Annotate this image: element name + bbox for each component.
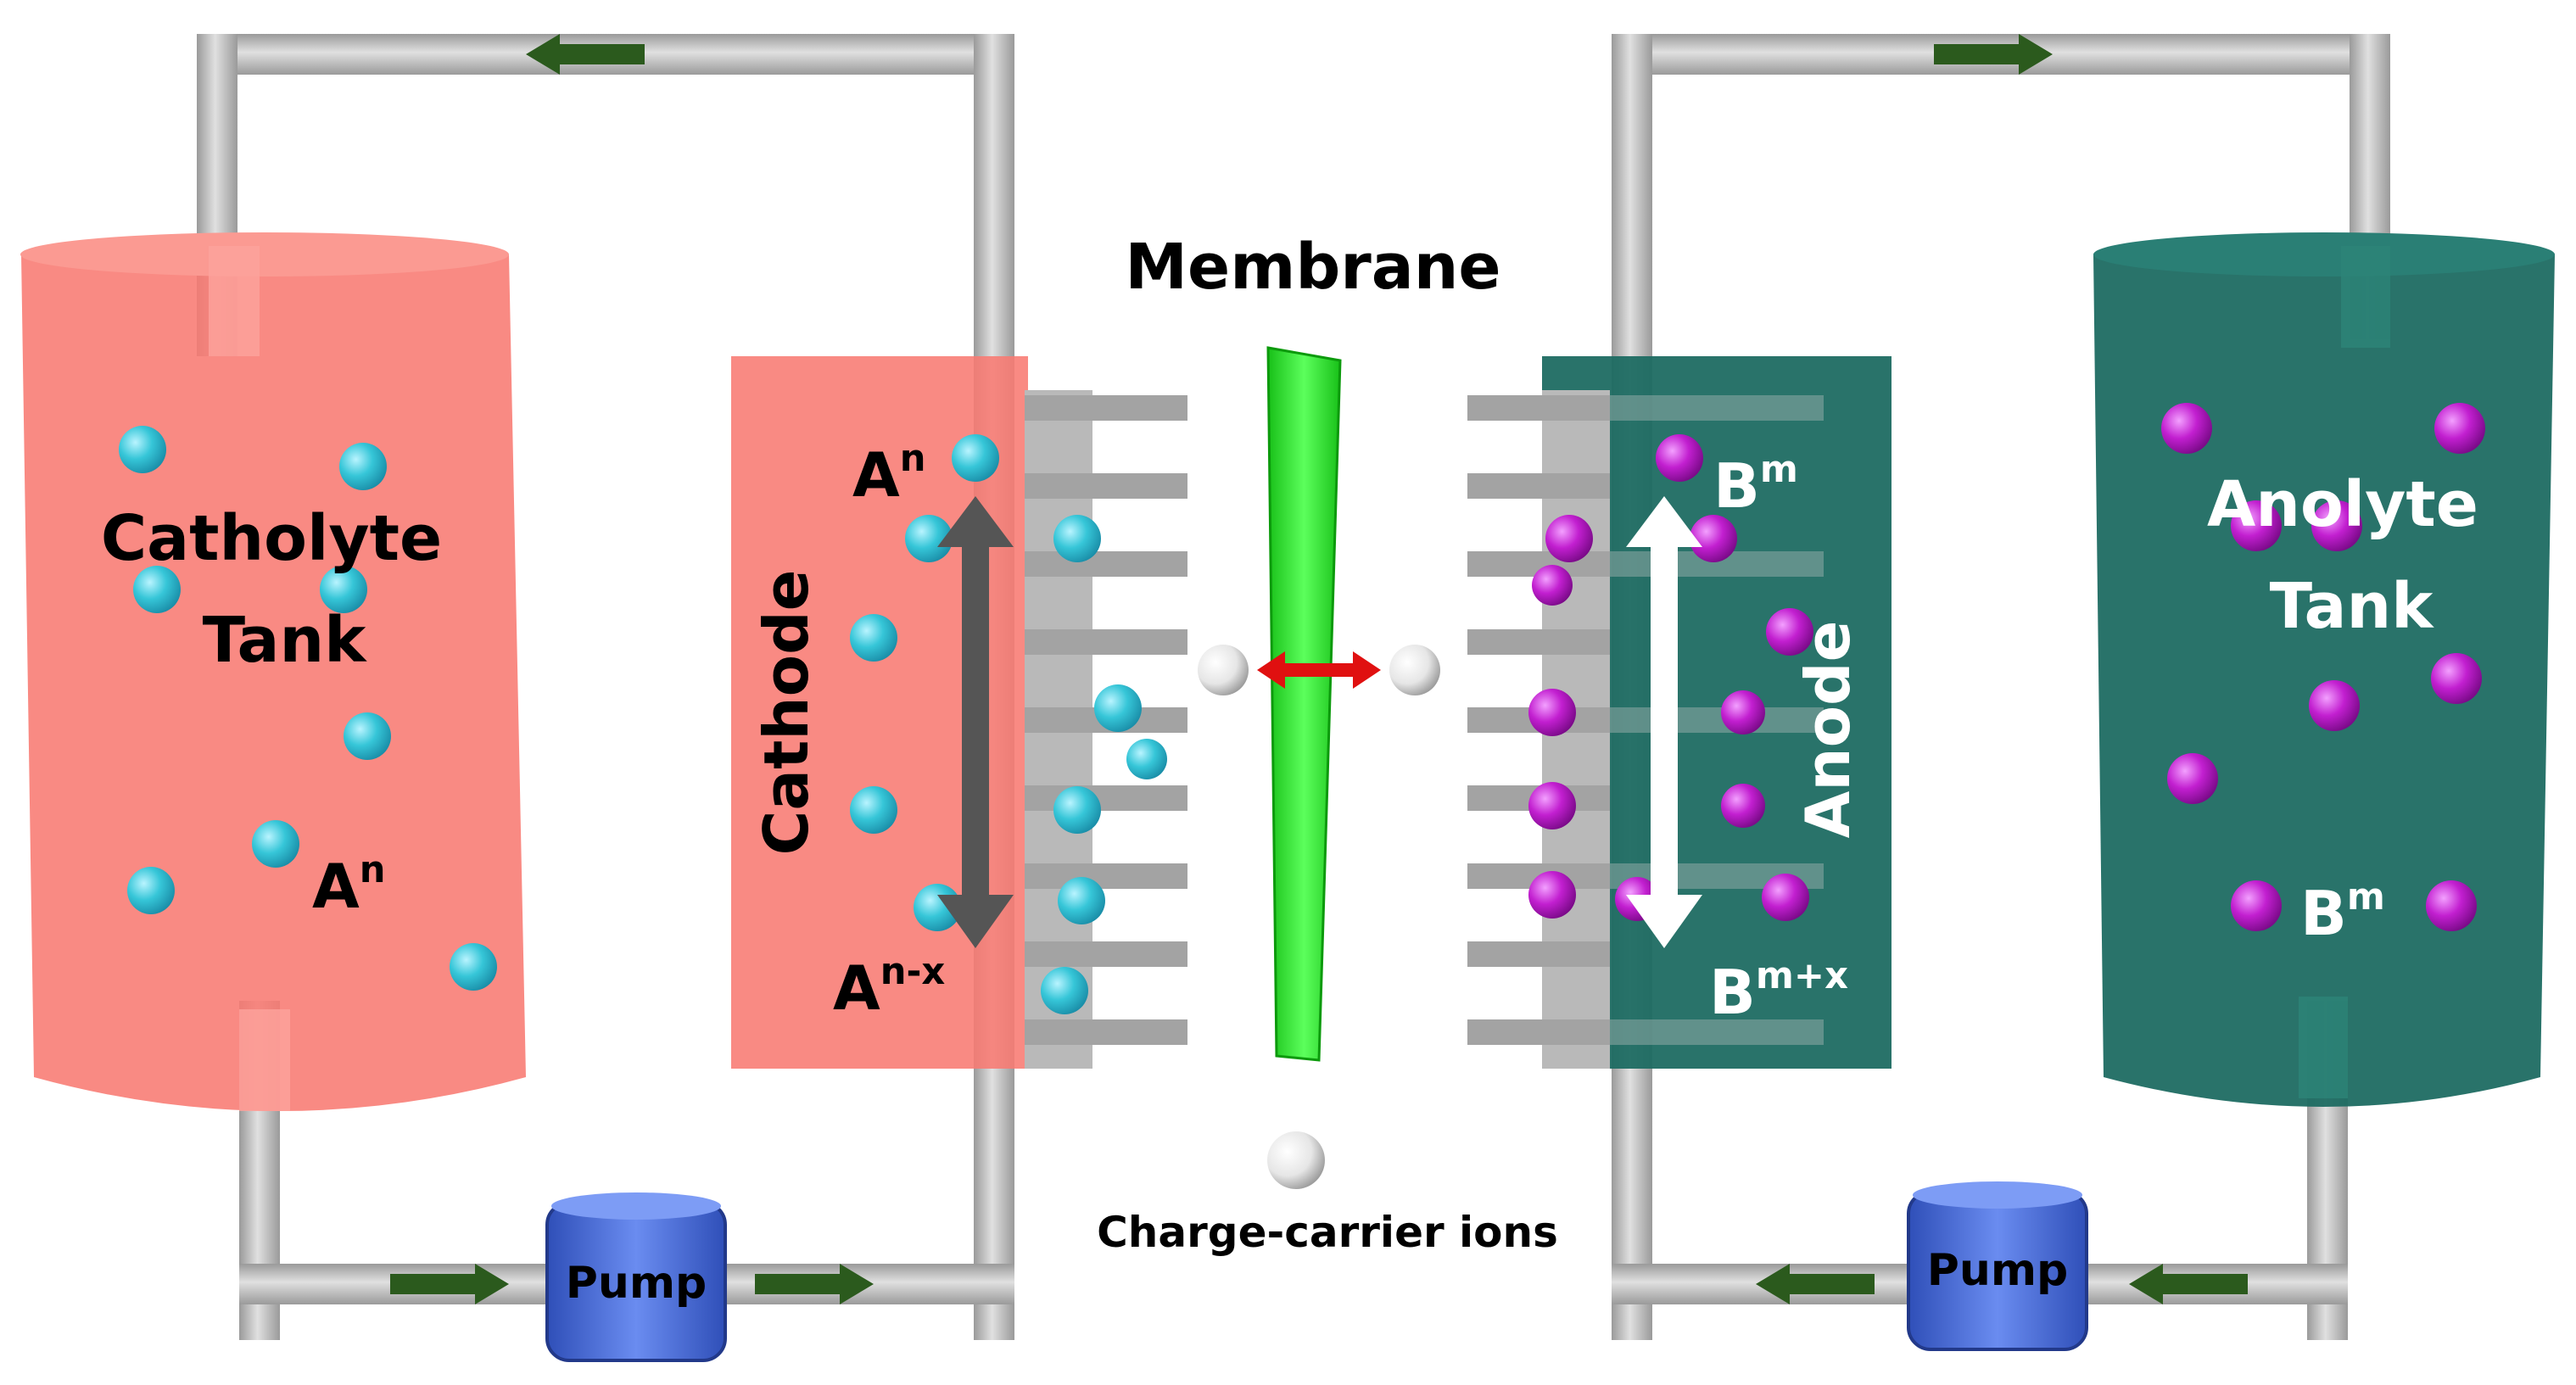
charge-carrier-ion-left bbox=[1198, 645, 1249, 695]
anode-half-cell: Anode Bm Bm+x bbox=[1467, 356, 1891, 1069]
anode-label: Anode bbox=[1792, 621, 1864, 839]
magenta-ion bbox=[2231, 500, 2282, 551]
magenta-ion bbox=[1532, 565, 1573, 606]
catholyte-tank: Catholyte Tank An bbox=[20, 232, 526, 1111]
anolyte-tank-inlet bbox=[2341, 246, 2390, 348]
catholyte-tank-outlet bbox=[239, 1009, 290, 1111]
cyan-ion bbox=[1094, 684, 1142, 732]
catholyte-tank-label-line2: Tank bbox=[203, 604, 368, 677]
magenta-ion bbox=[2426, 880, 2477, 931]
magenta-ion bbox=[2309, 680, 2360, 731]
cyan-ion bbox=[952, 434, 999, 482]
cathode-species-bottom: An-x bbox=[833, 951, 945, 1024]
anolyte-tank-label-line2: Tank bbox=[2270, 570, 2435, 643]
cathode-redox-arrow bbox=[937, 496, 1014, 948]
pump-right-label: Pump bbox=[1927, 1245, 2069, 1296]
cyan-ion bbox=[450, 943, 497, 991]
membrane-sheet bbox=[1266, 346, 1342, 1062]
magenta-ion bbox=[1528, 871, 1576, 919]
magenta-ion bbox=[1766, 608, 1813, 656]
cyan-ion bbox=[850, 786, 897, 834]
flow-arrow-right-bottom-1 bbox=[1756, 1264, 1875, 1304]
anode-species-top: Bm bbox=[1713, 449, 1798, 522]
anode-ions bbox=[1528, 434, 1813, 921]
cyan-ion bbox=[1053, 515, 1101, 562]
membrane: Membrane Charge-carrier ions bbox=[1097, 231, 1558, 1257]
membrane-label: Membrane bbox=[1125, 231, 1500, 304]
magenta-ion bbox=[1528, 782, 1576, 829]
cathode-half-cell: Cathode An An-x bbox=[731, 356, 1187, 1069]
magenta-ion bbox=[1545, 515, 1593, 562]
cyan-ion bbox=[1053, 786, 1101, 834]
catholyte-ions bbox=[119, 426, 497, 991]
cyan-ion bbox=[344, 712, 391, 760]
anolyte-tank-label-line1: Anolyte bbox=[2207, 468, 2478, 541]
anolyte-ions bbox=[2161, 403, 2485, 931]
anode-species-bottom: Bm+x bbox=[1709, 955, 1848, 1028]
anolyte-tank: Anolyte Tank Bm bbox=[2093, 232, 2555, 1107]
catholyte-tank-inlet bbox=[209, 246, 260, 356]
magenta-ion bbox=[1528, 689, 1576, 736]
magenta-ion bbox=[1656, 434, 1703, 482]
magenta-ion bbox=[1690, 515, 1737, 562]
anode-redox-arrow bbox=[1626, 496, 1702, 948]
flow-arrows bbox=[390, 34, 2248, 1304]
flow-arrow-right-top bbox=[1934, 34, 2053, 75]
magenta-ion bbox=[2311, 500, 2362, 551]
flow-arrow-left-bottom-2 bbox=[755, 1264, 874, 1304]
pump-right: Pump bbox=[1907, 1181, 2088, 1351]
magenta-ion bbox=[2431, 653, 2482, 704]
cyan-ion bbox=[252, 820, 299, 868]
charge-carrier-ion-right bbox=[1389, 645, 1440, 695]
anolyte-tank-outlet bbox=[2299, 997, 2348, 1098]
magenta-ion bbox=[2231, 880, 2282, 931]
cyan-ion bbox=[1041, 967, 1088, 1014]
anolyte-species-label: Bm bbox=[2300, 876, 2385, 949]
cyan-ion bbox=[119, 426, 166, 473]
cathode-label: Cathode bbox=[751, 570, 822, 856]
cathode-species-top: An bbox=[852, 438, 925, 511]
charge-carrier-ion-legend bbox=[1267, 1131, 1325, 1189]
cyan-ion bbox=[320, 566, 367, 613]
cyan-ion bbox=[905, 515, 953, 562]
pump-left-label: Pump bbox=[566, 1258, 707, 1309]
cathode-ions bbox=[850, 434, 1167, 1014]
catholyte-species-label: An bbox=[312, 849, 385, 922]
ion-exchange-arrow bbox=[1257, 651, 1381, 689]
magenta-ion bbox=[2434, 403, 2485, 454]
pump-left: Pump bbox=[545, 1192, 727, 1362]
catholyte-tank-label-line1: Catholyte bbox=[101, 502, 442, 575]
cyan-ion bbox=[850, 614, 897, 662]
cyan-ion bbox=[127, 867, 175, 914]
flow-arrow-right-bottom-2 bbox=[2129, 1264, 2248, 1304]
magenta-ion bbox=[1721, 784, 1765, 828]
magenta-ion bbox=[1721, 690, 1765, 734]
magenta-ion bbox=[2161, 403, 2212, 454]
cyan-ion bbox=[1126, 739, 1167, 779]
cyan-ion bbox=[133, 566, 181, 613]
charge-carrier-ions-label: Charge-carrier ions bbox=[1097, 1208, 1558, 1257]
magenta-ion bbox=[1762, 874, 1809, 921]
cathode-plates bbox=[1025, 395, 1187, 1045]
flow-arrow-left-top bbox=[526, 34, 645, 75]
magenta-ion bbox=[2167, 753, 2218, 804]
cyan-ion bbox=[339, 443, 387, 490]
flow-arrow-left-bottom-1 bbox=[390, 1264, 509, 1304]
cyan-ion bbox=[1058, 877, 1105, 924]
